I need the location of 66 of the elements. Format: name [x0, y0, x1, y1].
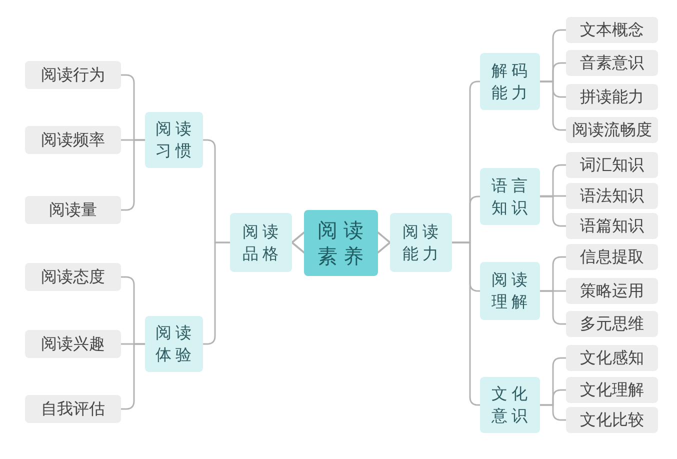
- topic-label: 策略运用: [580, 281, 644, 301]
- bracket-connector: [539, 290, 567, 325]
- topic-label: 阅读理解: [490, 269, 532, 313]
- topic-label: 文化比较: [580, 410, 644, 430]
- subtopic-box: [566, 377, 658, 403]
- subtopic-box: [566, 213, 658, 239]
- subtopic-box: [566, 244, 658, 270]
- topic-box: [230, 213, 292, 272]
- topic-box: [480, 377, 540, 433]
- topic-label: 文化感知: [580, 348, 644, 368]
- bracket-connector: [120, 139, 146, 211]
- subtopic-box: [566, 17, 658, 43]
- subtopic-box: [25, 61, 121, 89]
- subtopic-box: [566, 117, 658, 143]
- topic-label: 多元思维: [580, 314, 644, 334]
- bracket-connector: [120, 343, 146, 410]
- topic-label: 文本概念: [580, 20, 644, 40]
- topic-box: [145, 316, 203, 372]
- topic-label: 文化意识: [490, 383, 532, 427]
- subtopic-box: [25, 395, 121, 423]
- bracket-connector: [451, 242, 481, 406]
- subtopic-box: [566, 407, 658, 433]
- topic-label: 阅读态度: [41, 267, 105, 287]
- bracket-connector: [539, 404, 567, 421]
- topic-box: [480, 53, 540, 110]
- subtopic-box: [566, 183, 658, 209]
- subtopic-box: [566, 278, 658, 304]
- subtopic-box: [566, 50, 658, 76]
- bracket-connector: [539, 196, 567, 227]
- chevron-arrow: [377, 232, 391, 254]
- topic-label: 词汇知识: [580, 155, 644, 175]
- topic-label: 信息提取: [580, 247, 644, 267]
- topic-box: [480, 262, 540, 320]
- topic-label: 文化理解: [580, 380, 644, 400]
- topic-label: 阅读体验: [154, 322, 196, 366]
- subtopic-box: [566, 311, 658, 337]
- topic-label: 阅读能力: [402, 220, 444, 264]
- topic-label: 拼读能力: [580, 87, 644, 107]
- subtopic-box: [566, 345, 658, 371]
- topic-label: 语言知识: [490, 174, 532, 218]
- topic-label: 阅读素养: [316, 217, 370, 269]
- chevron-arrow: [291, 232, 305, 254]
- bracket-connector: [539, 195, 567, 197]
- subtopic-box: [566, 84, 658, 110]
- subtopic-box: [25, 330, 121, 358]
- topic-label: 阅读量: [49, 200, 97, 220]
- topic-label: 语篇知识: [580, 216, 644, 236]
- topic-label: 解码能力: [490, 60, 532, 104]
- bracket-connector: [202, 242, 231, 345]
- subtopic-box: [25, 263, 121, 291]
- topic-label: 语法知识: [580, 186, 644, 206]
- topic-box: [390, 213, 452, 272]
- subtopic-box: [25, 196, 121, 224]
- topic-label: 阅读频率: [41, 130, 105, 150]
- core-topic-box: [304, 210, 378, 276]
- topic-box: [145, 112, 203, 168]
- subtopic-box: [566, 152, 658, 178]
- topic-label: 阅读品格: [242, 220, 284, 264]
- topic-label: 自我评估: [41, 399, 105, 419]
- topic-label: 阅读兴趣: [41, 334, 105, 354]
- topic-label: 音素意识: [580, 53, 644, 73]
- subtopic-box: [25, 126, 121, 154]
- topic-label: 阅读流畅度: [572, 120, 652, 140]
- topic-label: 阅读习惯: [154, 118, 196, 162]
- topic-label: 阅读行为: [41, 65, 105, 85]
- topic-box: [480, 168, 540, 225]
